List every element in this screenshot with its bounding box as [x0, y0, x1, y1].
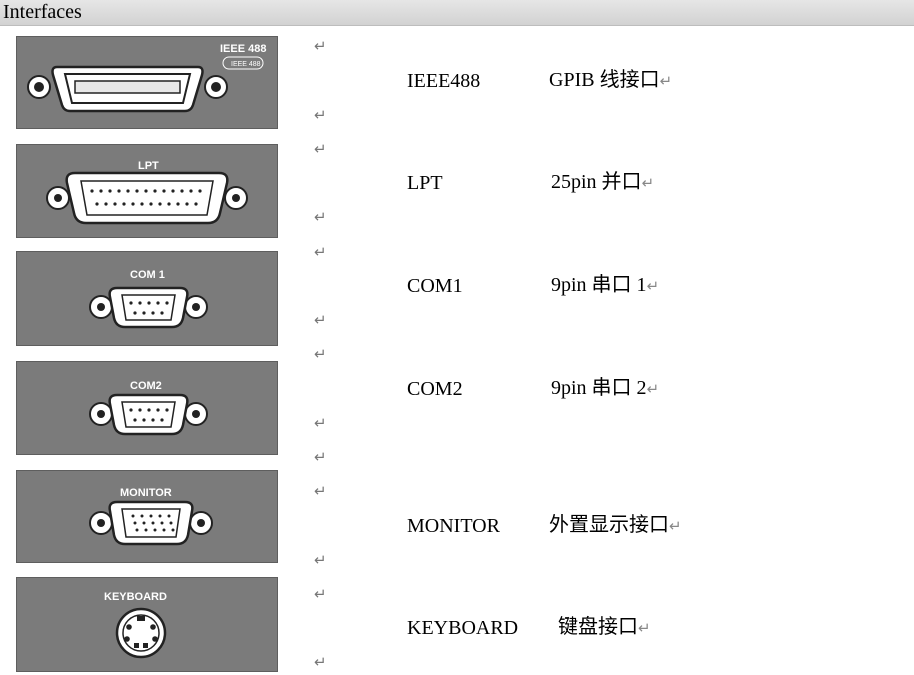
paragraph-mark: ↵ — [314, 585, 327, 603]
keyboard-port-image: KEYBOARD — [16, 577, 278, 672]
paragraph-mark: ↵ — [314, 311, 327, 329]
com1-panel-label: COM 1 — [130, 269, 165, 281]
interface-name: LPT — [407, 172, 443, 194]
paragraph-mark: ↵ — [314, 448, 327, 466]
ieee488-port-image: IEEE 488 IEEE 488 — [16, 36, 278, 129]
interface-description: 外置显示接口↵ — [549, 514, 682, 536]
paragraph-mark: ↵ — [314, 208, 327, 226]
paragraph-mark: ↵ — [314, 37, 327, 55]
section-header: Interfaces — [0, 0, 914, 26]
keyboard-panel-label: KEYBOARD — [104, 591, 167, 603]
com2-port-image: COM2 — [16, 361, 278, 455]
paragraph-mark: ↵ — [314, 345, 327, 363]
interface-description: 25pin 并口↵ — [551, 171, 655, 193]
interface-description: 键盘接口↵ — [558, 616, 651, 638]
paragraph-mark: ↵ — [314, 482, 327, 500]
interface-name: MONITOR — [407, 515, 500, 537]
interface-name: IEEE488 — [407, 70, 481, 92]
ieee488-panel-label: IEEE 488 — [220, 43, 266, 55]
section-title: Interfaces — [3, 1, 82, 23]
paragraph-mark: ↵ — [314, 653, 327, 671]
interface-description: 9pin 串口 1↵ — [551, 274, 660, 296]
monitor-port-image: MONITOR — [16, 470, 278, 563]
paragraph-mark: ↵ — [314, 414, 327, 432]
interface-name: KEYBOARD — [407, 617, 519, 639]
lpt-port-image: LPT — [16, 144, 278, 238]
lpt-panel-label: LPT — [138, 160, 159, 172]
monitor-panel-label: MONITOR — [120, 487, 172, 499]
paragraph-mark: ↵ — [314, 243, 327, 261]
paragraph-mark: ↵ — [314, 106, 327, 124]
paragraph-mark: ↵ — [314, 140, 327, 158]
lpt-pins — [90, 189, 202, 206]
com2-panel-label: COM2 — [130, 380, 162, 392]
interface-description: 9pin 串口 2↵ — [551, 377, 660, 399]
interface-description: GPIB 线接口↵ — [549, 69, 673, 91]
com1-port-image: COM 1 — [16, 251, 278, 346]
paragraph-mark: ↵ — [314, 551, 327, 569]
interface-name: COM2 — [407, 378, 463, 400]
interface-name: COM1 — [407, 275, 463, 297]
ieee488-panel-sublabel: IEEE 488 — [231, 61, 261, 68]
